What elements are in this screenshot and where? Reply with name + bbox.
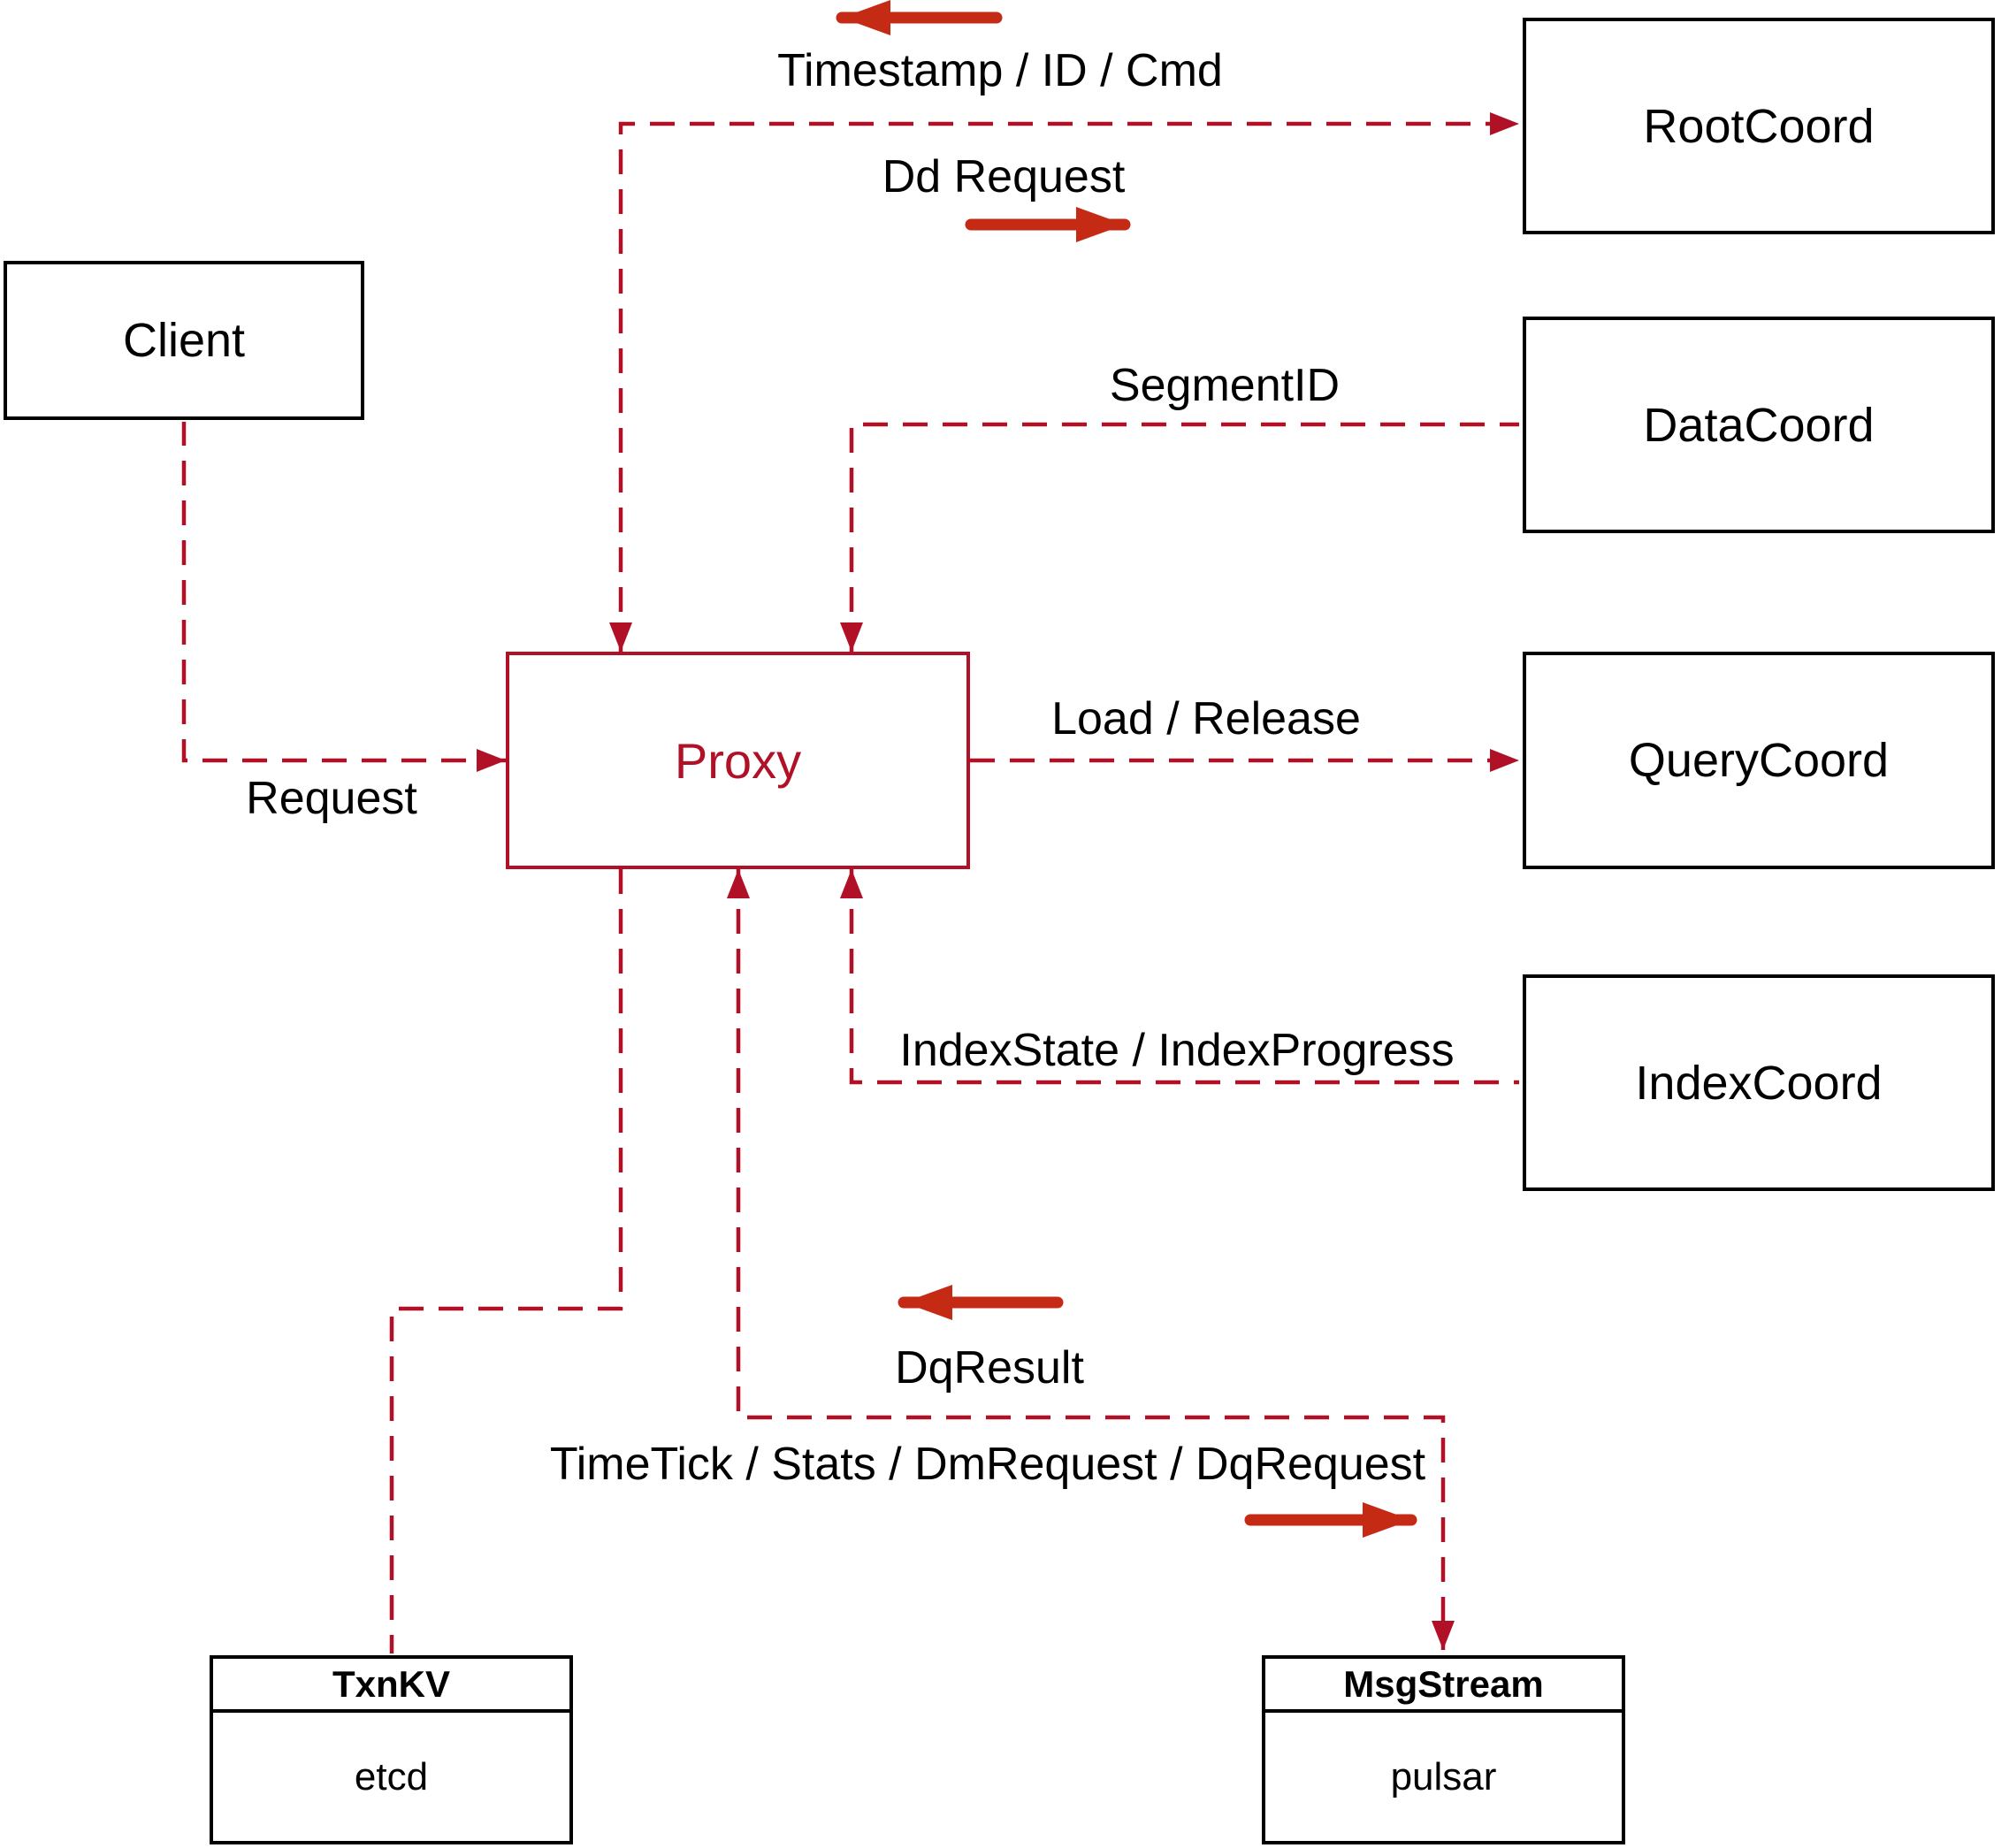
connector-client-proxy	[181, 422, 506, 772]
node-client-label: Client	[122, 314, 246, 367]
connector-proxy-rootcoord	[609, 112, 1519, 652]
node-proxy: Proxy	[506, 652, 970, 869]
connector-proxy-msgstream	[727, 869, 1455, 1650]
edge-label-request: Request	[246, 773, 417, 824]
node-indexcoord: IndexCoord	[1523, 974, 1995, 1191]
node-txnkv-title: TxnKV	[213, 1659, 569, 1713]
edge-label-load-release: Load / Release	[1051, 693, 1361, 745]
node-rootcoord-label: RootCoord	[1643, 99, 1875, 153]
node-txnkv: TxnKV etcd	[210, 1655, 573, 1844]
node-querycoord: QueryCoord	[1523, 652, 1995, 869]
node-indexcoord-label: IndexCoord	[1635, 1056, 1883, 1110]
connector-proxy-txnkv	[389, 869, 623, 1653]
node-msgstream-implementation: pulsar	[1390, 1754, 1497, 1798]
node-msgstream: MsgStream pulsar	[1262, 1655, 1625, 1844]
node-datacoord: DataCoord	[1523, 317, 1995, 533]
node-msgstream-title: MsgStream	[1265, 1659, 1622, 1713]
node-client: Client	[4, 261, 364, 420]
connector-datacoord-proxy	[840, 422, 1519, 652]
edge-label-dq-result: DqResult	[895, 1342, 1084, 1394]
node-proxy-label: Proxy	[674, 732, 802, 789]
node-rootcoord: RootCoord	[1523, 18, 1995, 234]
edge-label-index-state-progress: IndexState / IndexProgress	[899, 1025, 1455, 1076]
edge-label-timestamp-id-cmd: Timestamp / ID / Cmd	[777, 45, 1223, 96]
node-txnkv-implementation: etcd	[354, 1754, 429, 1798]
edge-label-segment-id: SegmentID	[1109, 360, 1341, 411]
edge-label-dd-request: Dd Request	[882, 151, 1126, 202]
node-datacoord-label: DataCoord	[1643, 398, 1875, 452]
node-querycoord-label: QueryCoord	[1628, 734, 1890, 787]
edge-label-timetick-stats: TimeTick / Stats / DmRequest / DqRequest	[549, 1439, 1426, 1490]
